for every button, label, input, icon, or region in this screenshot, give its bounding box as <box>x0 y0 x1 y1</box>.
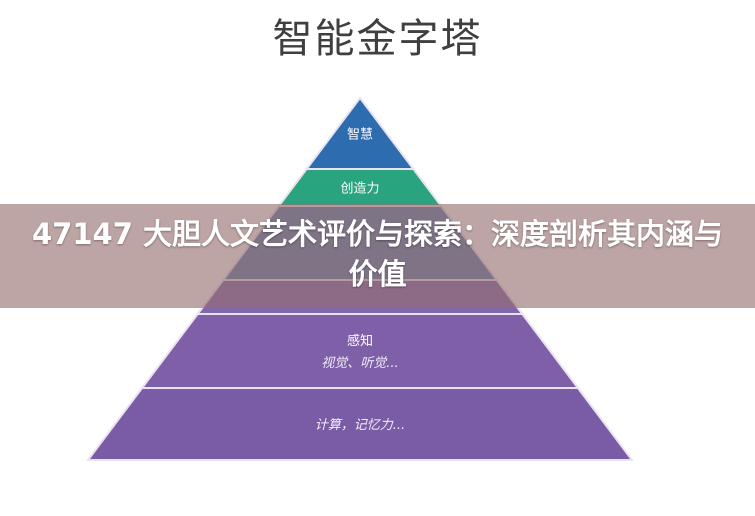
pyramid-level-6 <box>85 387 635 461</box>
pyramid-level-2-label: 创造力 <box>340 182 379 197</box>
pyramid-level-1-label: 智慧 <box>347 127 373 143</box>
pyramid-level-5-label: 感知 <box>347 333 373 349</box>
diagram-title: 智能金字塔 <box>272 16 483 62</box>
overlay-banner <box>0 204 755 308</box>
pyramid-level-6-detail: 计算，记忆力... <box>315 418 405 433</box>
banner-headline: 47147 大胆人文艺术评价与探索：深度剖析其内涵与价值 <box>32 217 723 291</box>
pyramid-level-5-detail: 视觉、听觉... <box>321 356 398 371</box>
pyramid-level-5 <box>140 313 580 389</box>
